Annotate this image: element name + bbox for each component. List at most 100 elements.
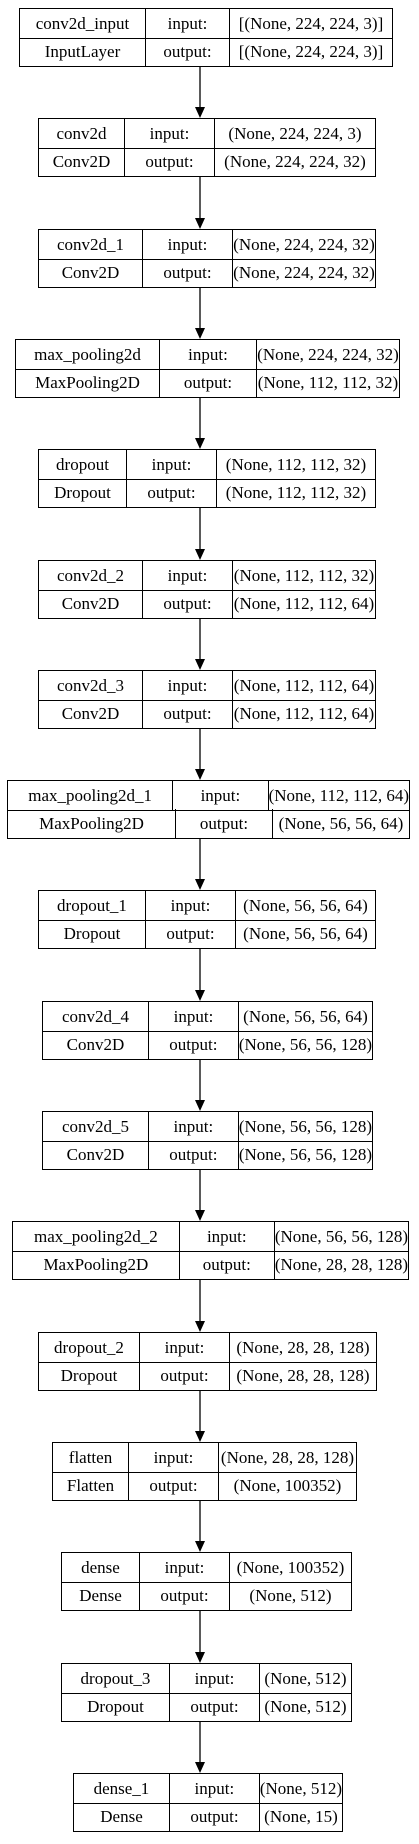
arrowhead bbox=[195, 769, 205, 780]
input-label: input: bbox=[146, 891, 236, 920]
input-label: input: bbox=[127, 450, 217, 479]
input-label: input: bbox=[146, 9, 230, 38]
layer-type: Flatten bbox=[53, 1471, 129, 1500]
output-shape: (None, 100352) bbox=[233, 1475, 342, 1495]
output-label: output: bbox=[140, 1581, 230, 1610]
arrowhead bbox=[195, 1431, 205, 1442]
output-label: output: bbox=[129, 1471, 219, 1500]
input-label: input: bbox=[160, 340, 257, 369]
arrowhead bbox=[195, 1541, 205, 1552]
layer-type: MaxPooling2D bbox=[13, 1250, 180, 1279]
output-label: output: bbox=[143, 258, 233, 287]
output-label: output: bbox=[170, 1692, 260, 1721]
output-shape: (None, 224, 224, 32) bbox=[233, 262, 375, 282]
output-shape: (None, 56, 56, 64) bbox=[243, 923, 368, 943]
arrowhead bbox=[195, 1100, 205, 1111]
input-label: input: bbox=[140, 1333, 230, 1362]
layer-name: conv2d_1 bbox=[39, 230, 143, 259]
arrowhead bbox=[195, 990, 205, 1001]
output-label: output: bbox=[143, 699, 233, 728]
output-shape: (None, 512) bbox=[264, 1696, 347, 1716]
arrowhead bbox=[195, 1210, 205, 1221]
input-label: input: bbox=[180, 1222, 275, 1251]
output-shape: (None, 112, 112, 32) bbox=[257, 372, 399, 392]
layer-type: Dropout bbox=[39, 919, 146, 948]
input-shape: (None, 224, 224, 32) bbox=[257, 344, 399, 364]
arrowhead bbox=[195, 1762, 205, 1773]
input-label: input: bbox=[149, 1112, 239, 1141]
output-label: output: bbox=[125, 147, 215, 176]
input-label: input: bbox=[170, 1774, 260, 1803]
layer-type: Dropout bbox=[62, 1692, 170, 1721]
arrowhead bbox=[195, 1321, 205, 1332]
output-shape: (None, 28, 28, 128) bbox=[236, 1365, 370, 1385]
output-shape: (None, 28, 28, 128) bbox=[274, 1254, 408, 1274]
output-label: output: bbox=[146, 919, 236, 948]
layer-name: conv2d bbox=[39, 119, 125, 148]
output-label: output: bbox=[143, 589, 233, 618]
output-shape: [(None, 224, 224, 3)] bbox=[238, 41, 384, 61]
output-shape: (None, 112, 112, 64) bbox=[233, 593, 375, 613]
input-label: input: bbox=[140, 1553, 230, 1582]
output-label: output: bbox=[176, 809, 273, 838]
output-shape: (None, 112, 112, 32) bbox=[225, 482, 367, 502]
layer-name: conv2d_5 bbox=[43, 1112, 149, 1141]
layer-name: dropout_3 bbox=[62, 1664, 170, 1693]
input-label: input: bbox=[125, 119, 215, 148]
layer-type: Dense bbox=[62, 1581, 140, 1610]
layer-type: Conv2D bbox=[39, 258, 143, 287]
input-shape: (None, 224, 224, 3) bbox=[228, 123, 362, 143]
output-shape: (None, 15) bbox=[264, 1806, 338, 1826]
layer-type: Conv2D bbox=[39, 699, 143, 728]
output-label: output: bbox=[160, 368, 257, 397]
layer-name: max_pooling2d_1 bbox=[8, 781, 174, 810]
input-shape: [(None, 224, 224, 3)] bbox=[238, 13, 384, 33]
output-label: output: bbox=[149, 1140, 239, 1169]
layer-type: Dropout bbox=[39, 478, 127, 507]
input-shape: (None, 112, 112, 32) bbox=[233, 565, 375, 585]
layer-name: flatten bbox=[53, 1443, 129, 1472]
input-label: input: bbox=[143, 230, 233, 259]
output-shape: (None, 512) bbox=[249, 1585, 332, 1605]
output-label: output: bbox=[146, 37, 230, 66]
input-shape: (None, 56, 56, 64) bbox=[243, 1006, 368, 1026]
input-shape: (None, 112, 112, 32) bbox=[225, 454, 367, 474]
output-shape: (None, 56, 56, 64) bbox=[278, 813, 404, 833]
output-shape: (None, 224, 224, 32) bbox=[224, 151, 366, 171]
input-shape: (None, 112, 112, 64) bbox=[268, 785, 409, 805]
input-shape: (None, 100352) bbox=[236, 1557, 345, 1577]
layer-type: Conv2D bbox=[43, 1030, 149, 1059]
layer-type: Dropout bbox=[39, 1361, 140, 1390]
input-shape: (None, 56, 56, 128) bbox=[238, 1116, 372, 1136]
arrowhead bbox=[195, 438, 205, 449]
layer-name: dropout_2 bbox=[39, 1333, 140, 1362]
layer-name: max_pooling2d bbox=[16, 340, 160, 369]
input-shape: (None, 512) bbox=[259, 1778, 342, 1798]
layer-name: conv2d_2 bbox=[39, 561, 143, 590]
layer-name: conv2d_input bbox=[20, 9, 146, 38]
input-shape: (None, 56, 56, 64) bbox=[243, 895, 368, 915]
layer-name: dense bbox=[62, 1553, 140, 1582]
output-label: output: bbox=[127, 478, 217, 507]
arrowhead bbox=[195, 1652, 205, 1663]
arrowhead bbox=[195, 218, 205, 229]
layer-name: max_pooling2d_2 bbox=[13, 1222, 180, 1251]
input-label: input: bbox=[129, 1443, 219, 1472]
